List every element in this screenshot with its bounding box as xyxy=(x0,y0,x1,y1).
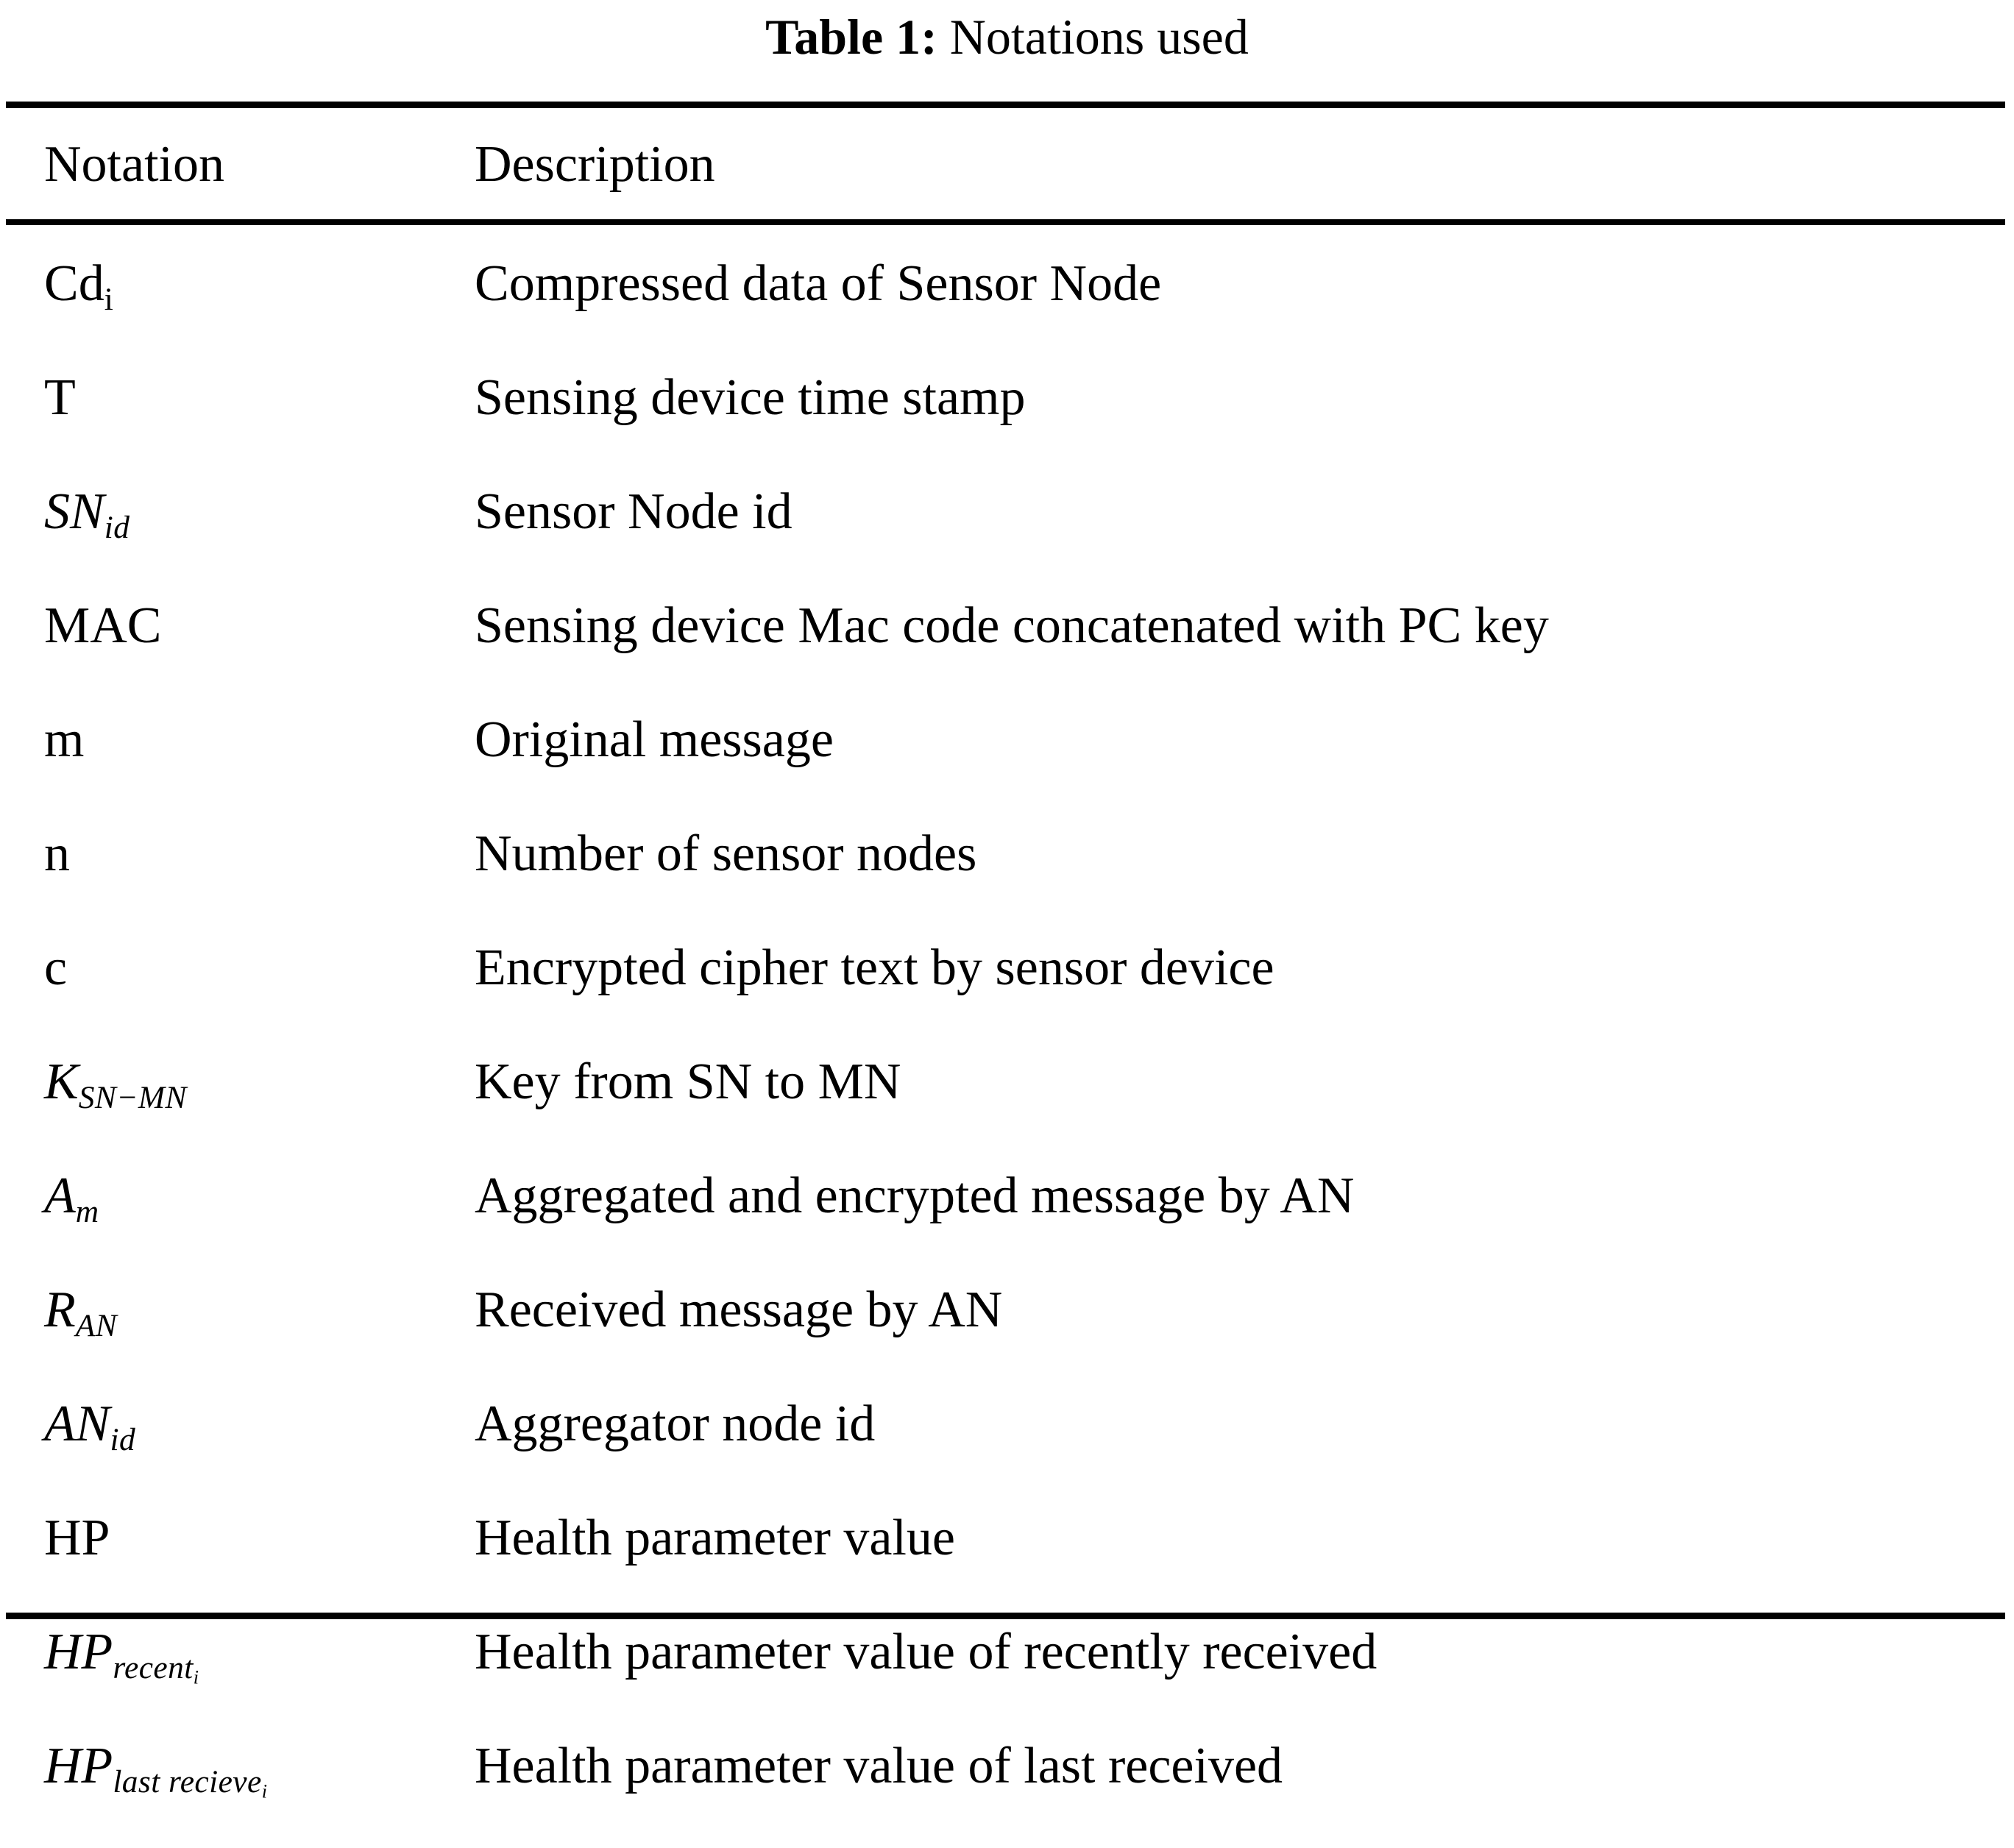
table-row: RAN Received message by AN xyxy=(0,1253,2014,1367)
notation-base: HP xyxy=(44,1624,113,1680)
cell-notation: KSN−MN xyxy=(0,1025,475,1155)
cell-description: Health parameter value of recently recei… xyxy=(475,1624,1377,1680)
table-row: m Original message xyxy=(0,683,2014,797)
table-row: Am Aggregated and encrypted message by AN xyxy=(0,1139,2014,1253)
cell-description: Aggregated and encrypted message by AN xyxy=(475,1168,1355,1224)
cell-notation: MAC xyxy=(0,569,475,683)
cell-description: Received message by AN xyxy=(475,1282,1003,1338)
notation-subscript: AN xyxy=(75,1308,118,1344)
cell-notation: Cdi xyxy=(0,227,475,357)
notation-base: SN xyxy=(44,483,104,540)
notation-base: A xyxy=(44,1168,76,1224)
table-rule-header xyxy=(6,219,2005,225)
table-row: MAC Sensing device Mac code concatenated … xyxy=(0,569,2014,683)
notation-base: m xyxy=(44,711,85,768)
table-rule-top xyxy=(6,102,2005,108)
table-row: ANid Aggregator node id xyxy=(0,1367,2014,1481)
notation-base: MAC xyxy=(44,597,162,654)
cell-notation: HPlast recievei xyxy=(0,1709,475,1848)
notation-subscript: i xyxy=(104,282,113,318)
notation-base: n xyxy=(44,825,70,882)
notation-subscript: SN−MN xyxy=(78,1080,187,1116)
table-row: T Sensing device time stamp xyxy=(0,341,2014,455)
column-header-notation: Notation xyxy=(44,136,224,193)
notation-subscript: last recievei xyxy=(113,1764,268,1802)
notation-base: K xyxy=(44,1053,79,1110)
cell-notation: ANid xyxy=(0,1367,475,1497)
cell-description: Health parameter value of last received xyxy=(475,1738,1283,1794)
table-caption-label: Table 1: xyxy=(765,9,937,65)
cell-description: Original message xyxy=(475,711,834,768)
table-row: HPlast recievei Health parameter value of… xyxy=(0,1709,2014,1823)
cell-notation: HP xyxy=(0,1481,475,1595)
cell-notation: m xyxy=(0,683,475,797)
cell-description: Aggregator node id xyxy=(475,1396,876,1452)
column-header-description: Description xyxy=(475,136,715,193)
notation-base: AN xyxy=(44,1396,110,1452)
notation-base: T xyxy=(44,369,76,426)
table-row: KSN−MN Key from SN to MN xyxy=(0,1025,2014,1139)
notation-subscript: recenti xyxy=(113,1650,199,1688)
cell-description: Compressed data of Sensor Node xyxy=(475,255,1162,312)
table-caption: Table 1: Notations used xyxy=(0,1,2014,72)
table-row: Cdi Compressed data of Sensor Node xyxy=(0,227,2014,341)
table-row: HPrecenti Health parameter value of recen… xyxy=(0,1595,2014,1709)
notation-base: Cd xyxy=(44,255,104,312)
notation-sub-subscript: i xyxy=(193,1666,199,1688)
notation-sub-subscript: i xyxy=(261,1780,268,1802)
notation-base: HP xyxy=(44,1510,110,1566)
notation-subscript: m xyxy=(75,1194,99,1230)
cell-description: Sensor Node id xyxy=(475,483,793,540)
notation-subscript: id xyxy=(104,510,130,546)
table-row: HP Health parameter value xyxy=(0,1481,2014,1595)
cell-description: Key from SN to MN xyxy=(475,1053,901,1110)
notation-subscript: id xyxy=(110,1422,136,1458)
cell-description: Sensing device time stamp xyxy=(475,369,1026,426)
table-row: c Encrypted cipher text by sensor device xyxy=(0,911,2014,1025)
cell-notation: Am xyxy=(0,1139,475,1269)
cell-description: Health parameter value xyxy=(475,1510,955,1566)
notation-base: R xyxy=(44,1282,76,1338)
cell-notation: SNid xyxy=(0,455,475,585)
cell-description: Number of sensor nodes xyxy=(475,825,977,882)
table-rule-bottom xyxy=(6,1613,2005,1619)
notation-base: c xyxy=(44,939,68,996)
table-header-row: Notation Description xyxy=(0,110,2014,219)
notations-table-figure: Table 1: Notations used Notation Descrip… xyxy=(0,1,2014,1802)
table-row: n Number of sensor nodes xyxy=(0,797,2014,911)
cell-notation: n xyxy=(0,797,475,911)
cell-description: Encrypted cipher text by sensor device xyxy=(475,939,1274,996)
cell-notation: c xyxy=(0,911,475,1025)
cell-notation: RAN xyxy=(0,1253,475,1383)
table-caption-text: Notations used xyxy=(937,9,1249,65)
cell-description: Sensing device Mac code concatenated wit… xyxy=(475,597,1549,654)
table-row: SNid Sensor Node id xyxy=(0,455,2014,569)
notation-base: HP xyxy=(44,1738,113,1794)
cell-notation: T xyxy=(0,341,475,455)
